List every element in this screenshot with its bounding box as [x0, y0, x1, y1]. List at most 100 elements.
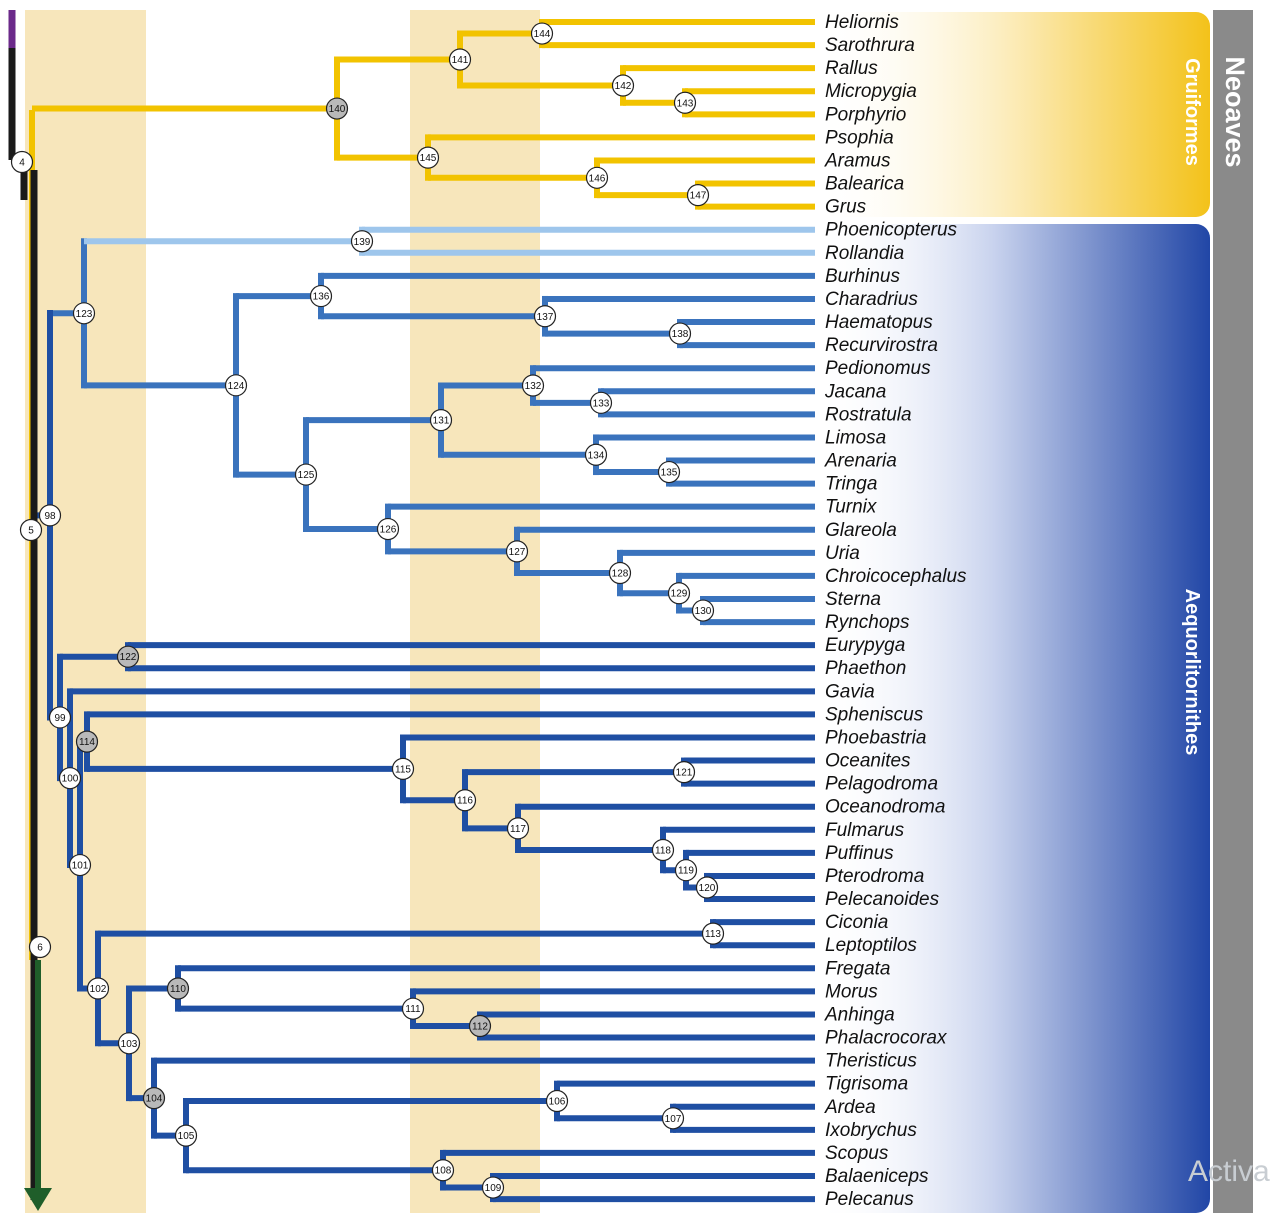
taxon-label-chroicocephalus: Chroicocephalus — [825, 566, 967, 587]
node-139-label: 139 — [354, 237, 371, 248]
taxon-label-rollandia: Rollandia — [825, 243, 904, 264]
node-135-label: 135 — [661, 468, 678, 479]
taxon-label-anhinga: Anhinga — [824, 1004, 895, 1025]
taxon-label-turnix: Turnix — [825, 497, 878, 518]
node-125-label: 125 — [298, 470, 315, 481]
taxon-label-fregata: Fregata — [825, 958, 890, 979]
taxon-label-charadrius: Charadrius — [825, 289, 918, 310]
node-132-label: 132 — [525, 381, 542, 392]
node-120-label: 120 — [699, 883, 716, 894]
node-124-label: 124 — [228, 381, 245, 392]
node-102-label: 102 — [90, 984, 107, 995]
node-4-label: 4 — [19, 158, 25, 169]
node-130-label: 130 — [695, 606, 712, 617]
taxon-label-phoenicopterus: Phoenicopterus — [825, 220, 958, 241]
taxon-label-pelecanus: Pelecanus — [825, 1189, 914, 1210]
node-123-label: 123 — [76, 309, 93, 320]
node-133-label: 133 — [593, 398, 610, 409]
taxon-label-phalacrocorax: Phalacrocorax — [825, 1028, 948, 1049]
node-98-label: 98 — [44, 511, 56, 522]
node-138-label: 138 — [672, 329, 689, 340]
taxon-label-sterna: Sterna — [825, 589, 881, 610]
taxon-label-rallus: Rallus — [825, 58, 878, 79]
taxon-label-morus: Morus — [825, 981, 878, 1002]
taxon-label-balaeniceps: Balaeniceps — [825, 1166, 929, 1187]
node-115-label: 115 — [395, 764, 411, 775]
taxon-label-jacana: Jacana — [824, 381, 886, 402]
node-110-label: 110 — [170, 984, 186, 995]
taxon-label-theristicus: Theristicus — [825, 1051, 917, 1072]
taxon-label-micropygia: Micropygia — [825, 81, 917, 102]
node-107-label: 107 — [665, 1114, 682, 1125]
node-121-label: 121 — [676, 768, 693, 779]
taxon-label-phoebastria: Phoebastria — [825, 727, 926, 748]
taxon-label-rynchops: Rynchops — [825, 612, 910, 633]
taxon-label-ciconia: Ciconia — [825, 912, 888, 933]
neoaves-label: Neoaves — [1220, 56, 1250, 167]
node-141-label: 141 — [452, 55, 469, 66]
taxon-label-glareola: Glareola — [825, 520, 897, 541]
watermark: Activa — [1188, 1155, 1270, 1189]
node-137-label: 137 — [537, 312, 554, 323]
taxon-label-recurvirostra: Recurvirostra — [825, 335, 938, 356]
aequorlitornithes-label: Aequorlitornithes — [1181, 589, 1203, 756]
taxon-label-phaethon: Phaethon — [825, 658, 906, 679]
node-5-label: 5 — [28, 526, 34, 537]
node-122-label: 122 — [120, 652, 137, 663]
taxon-label-pelagodroma: Pelagodroma — [825, 774, 938, 795]
taxon-label-tringa: Tringa — [825, 474, 877, 495]
node-113-label: 113 — [705, 929, 721, 940]
taxon-label-gavia: Gavia — [825, 681, 875, 702]
neoaves-bar — [1213, 10, 1253, 1213]
node-136-label: 136 — [313, 292, 330, 303]
node-127-label: 127 — [509, 547, 526, 558]
taxon-label-eurypyga: Eurypyga — [825, 635, 905, 656]
node-118-label: 118 — [655, 845, 671, 856]
node-129-label: 129 — [671, 589, 688, 600]
node-147-label: 147 — [690, 191, 707, 202]
taxon-label-burhinus: Burhinus — [825, 266, 900, 287]
taxon-label-porphyrio: Porphyrio — [825, 104, 906, 125]
taxon-label-heliornis: Heliornis — [825, 12, 899, 33]
node-126-label: 126 — [380, 525, 397, 536]
node-145-label: 145 — [420, 153, 437, 164]
node-99-label: 99 — [54, 713, 66, 724]
taxon-label-pedionomus: Pedionomus — [825, 358, 931, 379]
node-106-label: 106 — [549, 1096, 566, 1107]
node-100-label: 100 — [62, 774, 79, 785]
node-144-label: 144 — [534, 29, 551, 40]
node-146-label: 146 — [589, 173, 606, 184]
node-105-label: 105 — [178, 1131, 195, 1142]
taxon-label-arenaria: Arenaria — [824, 451, 897, 472]
taxon-label-pelecanoides: Pelecanoides — [825, 889, 940, 910]
node-103-label: 103 — [121, 1039, 138, 1050]
node-111-label: 111 — [405, 1004, 421, 1015]
taxon-label-leptoptilos: Leptoptilos — [825, 935, 917, 956]
taxon-label-aramus: Aramus — [824, 150, 891, 171]
node-101-label: 101 — [72, 861, 89, 872]
node-143-label: 143 — [677, 98, 694, 109]
node-117-label: 117 — [510, 824, 526, 835]
node-112-label: 112 — [472, 1021, 488, 1032]
taxon-label-oceanites: Oceanites — [825, 751, 911, 772]
taxon-label-rostratula: Rostratula — [825, 404, 912, 425]
taxon-label-oceanodroma: Oceanodroma — [825, 797, 945, 818]
taxon-label-grus: Grus — [825, 197, 867, 218]
node-131-label: 131 — [433, 416, 450, 427]
node-109-label: 109 — [485, 1183, 502, 1194]
taxon-label-scopus: Scopus — [825, 1143, 889, 1164]
node-140-label: 140 — [329, 104, 346, 115]
node-108-label: 108 — [435, 1166, 452, 1177]
taxon-label-spheniscus: Spheniscus — [825, 704, 924, 725]
node-128-label: 128 — [612, 569, 629, 580]
node-119-label: 119 — [678, 866, 694, 877]
node-116-label: 116 — [457, 796, 473, 807]
taxon-label-limosa: Limosa — [825, 427, 886, 448]
taxon-label-psophia: Psophia — [825, 127, 894, 148]
taxon-label-sarothrura: Sarothrura — [825, 35, 915, 56]
node-104-label: 104 — [146, 1094, 163, 1105]
node-142-label: 142 — [615, 81, 632, 92]
taxon-label-uria: Uria — [825, 543, 860, 564]
taxon-label-tigrisoma: Tigrisoma — [825, 1074, 908, 1095]
